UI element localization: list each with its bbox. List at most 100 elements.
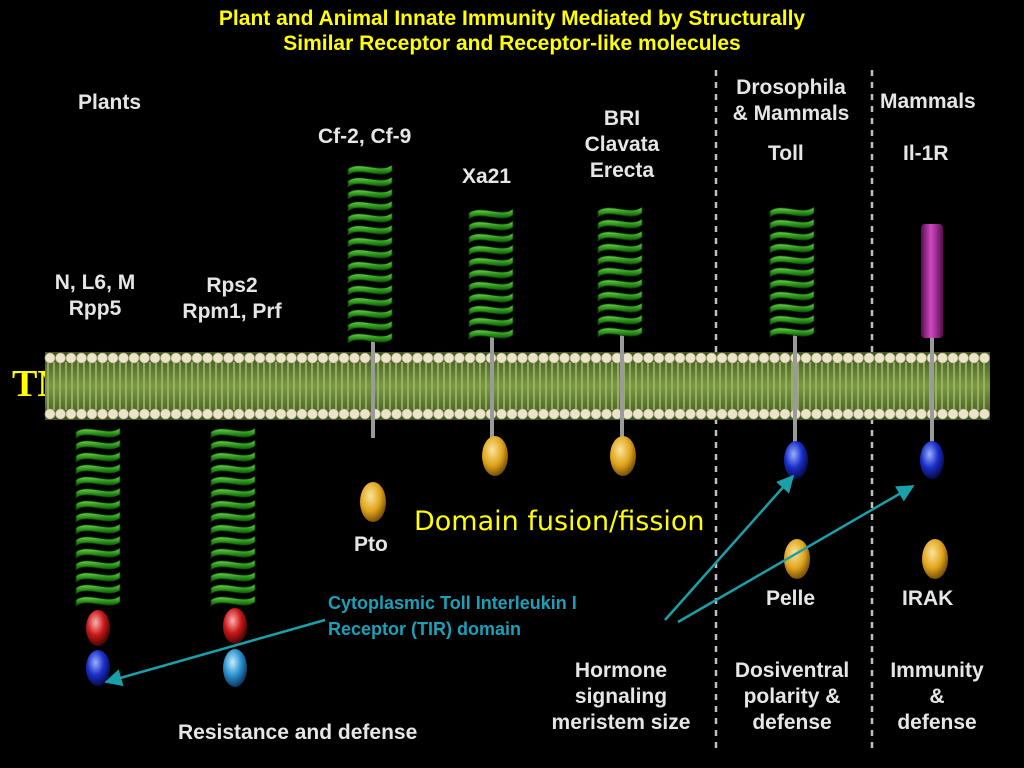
lrr-turn xyxy=(210,535,256,547)
lipid-head xyxy=(506,408,518,420)
lipid-head xyxy=(548,352,560,364)
receptor-label-bri-line2: Clavata xyxy=(584,133,660,156)
lrr-turn xyxy=(75,535,121,547)
lipid-head xyxy=(307,352,318,364)
lrr-turn xyxy=(347,200,393,212)
lipid-head xyxy=(958,352,969,364)
lrr-turn xyxy=(75,427,121,439)
lipid-head xyxy=(706,408,717,420)
lipid-head xyxy=(65,352,77,364)
lrr-domain-cf xyxy=(347,164,393,344)
function-label-immunity-line3: defense xyxy=(897,711,977,734)
lipid-head xyxy=(580,352,591,364)
lrr-turn xyxy=(468,232,514,244)
lipid-head xyxy=(254,408,266,420)
lrr-turn xyxy=(597,254,643,266)
lipid-head xyxy=(443,408,455,420)
arrow-tir-il1r xyxy=(677,484,915,624)
lipid-head xyxy=(349,408,360,420)
function-label-dosiventral-line3: defense xyxy=(752,711,832,734)
lipid-head xyxy=(716,352,728,364)
lrr-turn xyxy=(468,208,514,220)
lipid-head xyxy=(86,408,98,420)
lipid-head xyxy=(139,408,150,420)
lrr-turn xyxy=(347,260,393,272)
receptor-label-rps2-line1: Rps2 xyxy=(206,274,258,297)
lipid-head xyxy=(338,352,350,364)
kinase-domain-pto xyxy=(360,482,386,522)
lrr-turn xyxy=(75,547,121,559)
lrr-turn xyxy=(597,278,643,290)
kinase-domain-xa21 xyxy=(482,436,508,476)
lipid-head xyxy=(286,408,297,420)
lipid-head xyxy=(664,408,675,420)
lipid-head xyxy=(97,352,108,364)
lipid-head xyxy=(202,352,213,364)
lipid-head xyxy=(559,408,570,420)
function-label-immunity-line1: Immunity xyxy=(890,659,984,682)
lipid-head xyxy=(443,352,455,364)
lrr-turn xyxy=(468,256,514,268)
lipid-head xyxy=(590,352,602,364)
function-label-dosiventral: Dosiventral polarity & defense xyxy=(720,658,864,736)
lipid-head xyxy=(580,408,591,420)
lipid-head xyxy=(769,408,780,420)
lrr-turn xyxy=(769,290,815,302)
lipid-head xyxy=(842,408,854,420)
lipid-head xyxy=(212,352,224,364)
lipid-head xyxy=(874,408,885,420)
lipid-head xyxy=(170,408,182,420)
receptor-label-bri-line1: BRI xyxy=(603,107,641,130)
lipid-head xyxy=(832,408,843,420)
lipid-head xyxy=(800,352,812,364)
lrr-turn xyxy=(468,328,514,340)
group-label-mammals: Mammals xyxy=(880,90,976,113)
lipid-head xyxy=(338,408,350,420)
function-label-hormone-line1: Hormone xyxy=(574,659,668,682)
lipid-head xyxy=(296,352,308,364)
lrr-turn xyxy=(769,242,815,254)
lipid-head xyxy=(811,408,822,420)
lipid-head xyxy=(433,352,444,364)
lrr-turn xyxy=(210,427,256,439)
lrr-turn xyxy=(210,547,256,559)
lipid-head xyxy=(685,352,696,364)
lipid-head xyxy=(674,352,686,364)
lrr-turn xyxy=(597,206,643,218)
lrr-turn xyxy=(769,254,815,266)
receptor-label-nl6m-line2: Rpp5 xyxy=(68,297,122,320)
lipid-head xyxy=(716,408,728,420)
function-label-hormone: Hormone signaling meristem size xyxy=(534,658,708,736)
lrr-turn xyxy=(210,511,256,523)
lrr-turn xyxy=(75,571,121,583)
lrr-turn xyxy=(468,280,514,292)
lrr-turn xyxy=(769,206,815,218)
function-label-hormone-line3: meristem size xyxy=(551,711,691,734)
lipid-head xyxy=(307,408,318,420)
lipid-head xyxy=(149,408,161,420)
lrr-turn xyxy=(769,278,815,290)
lrr-turn xyxy=(210,439,256,451)
lipid-head xyxy=(76,352,87,364)
lipid-head xyxy=(223,408,234,420)
lipid-head xyxy=(695,352,707,364)
lipid-head xyxy=(464,352,476,364)
lipid-head xyxy=(401,408,413,420)
lipid-head xyxy=(916,352,927,364)
lrr-turn xyxy=(597,326,643,338)
receptor-label-nl6m-line1: N, L6, M xyxy=(54,271,136,294)
receptor-label-toll: Toll xyxy=(768,142,804,165)
lipid-head xyxy=(748,352,759,364)
lipid-head xyxy=(139,352,150,364)
lipid-head xyxy=(475,408,486,420)
lipid-head xyxy=(401,352,413,364)
lrr-turn xyxy=(347,272,393,284)
slide-title: Plant and Animal Innate Immunity Mediate… xyxy=(0,6,1024,56)
lipid-head xyxy=(968,408,980,420)
ig-domain-il1r xyxy=(921,224,943,338)
lrr-turn xyxy=(210,523,256,535)
lipid-head xyxy=(779,352,791,364)
lrr-turn xyxy=(210,559,256,571)
lipid-head xyxy=(475,352,486,364)
lipid-head xyxy=(884,352,896,364)
